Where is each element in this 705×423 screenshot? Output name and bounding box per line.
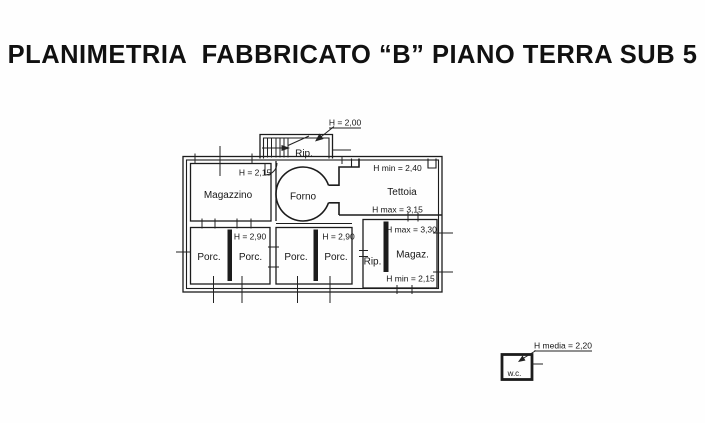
room-label-tettoia: Tettoia bbox=[387, 187, 417, 198]
room-label-porc-3: Porc. bbox=[284, 252, 307, 263]
room-label-forno: Forno bbox=[290, 192, 317, 203]
room-label-porc-4: Porc. bbox=[324, 252, 347, 263]
height-label-porc-a: H = 2,90 bbox=[234, 232, 267, 242]
oven-mouth-lower-wall bbox=[328, 202, 340, 215]
tettoia-corner-notch bbox=[427, 158, 437, 169]
leader-arrow-h200-icon bbox=[315, 126, 361, 142]
porc-a-divider-wall bbox=[227, 229, 232, 281]
outer-wall-inner bbox=[185, 159, 440, 290]
stairwell-outer-wall bbox=[259, 133, 334, 159]
page-title: PLANIMETRIA FABBRICATO “B” PIANO TERRA S… bbox=[7, 41, 698, 69]
room-magazzino-walls bbox=[189, 162, 272, 222]
room-label-magazzino: Magazzino bbox=[204, 190, 253, 201]
interior-walls bbox=[189, 158, 442, 289]
room-label-wc: w.c. bbox=[507, 369, 522, 378]
building-outline bbox=[182, 133, 443, 293]
room-label-magaz: Magaz. bbox=[396, 250, 429, 261]
height-label-rip-top: H = 2,00 bbox=[329, 118, 362, 128]
rip-magaz-divider-wall bbox=[383, 221, 389, 272]
porc-b-divider-wall bbox=[313, 229, 318, 281]
height-label-tettoia-max: H max = 3,15 bbox=[372, 205, 423, 215]
leader-arrow-wc-icon bbox=[518, 350, 592, 362]
height-label-porc-b: H = 2,90 bbox=[322, 232, 355, 242]
oven-mouth-upper-wall bbox=[328, 158, 360, 186]
outer-wall bbox=[182, 155, 443, 293]
height-label-magazzino: H = 2,15 bbox=[239, 168, 272, 178]
wc-walls bbox=[500, 353, 534, 381]
height-label-tettoia-min: H min = 2,40 bbox=[373, 163, 422, 173]
wc-building bbox=[500, 353, 543, 381]
room-label-porc-1: Porc. bbox=[197, 252, 220, 263]
height-label-magaz-max: H max = 3,30 bbox=[386, 225, 437, 235]
height-label-magaz-min: H min = 2,15 bbox=[386, 274, 435, 284]
room-label-rip-bottom: Rip. bbox=[364, 257, 382, 268]
door-swing-icon bbox=[264, 162, 278, 176]
oven-circle bbox=[275, 166, 330, 222]
height-label-wc-media: H media = 2,20 bbox=[534, 341, 592, 351]
room-porc-block-b-walls bbox=[275, 226, 353, 285]
room-label-porc-2: Porc. bbox=[239, 252, 262, 263]
room-label-rip-top: Rip. bbox=[295, 149, 313, 160]
room-magaz-block-walls bbox=[362, 218, 438, 289]
wall-opening-ticks bbox=[176, 146, 453, 303]
room-porc-block-a-walls bbox=[189, 226, 271, 285]
stair-direction-arrow-icon bbox=[262, 135, 310, 151]
